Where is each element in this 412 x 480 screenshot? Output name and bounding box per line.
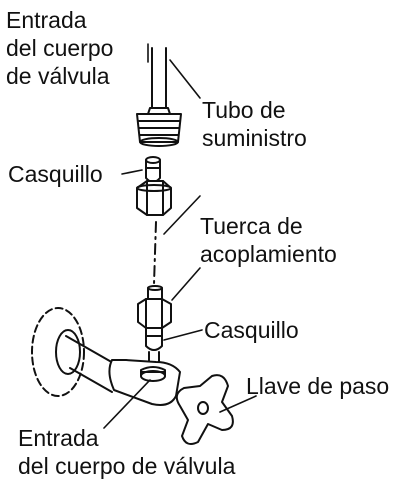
label-inlet-bottom: Entrada del cuerpo de válvula	[18, 425, 236, 479]
valve-inlet-top	[136, 113, 182, 147]
label-supply-tube: Tubo de suministro	[202, 97, 307, 151]
coupling-nut-top	[136, 180, 172, 216]
label-ferrule-top: Casquillo	[8, 161, 103, 187]
label-coupling-nut: Tuerca de acoplamiento	[200, 213, 337, 267]
coupling-nut-bottom	[137, 285, 172, 329]
label-stop-valve: Llave de paso	[246, 373, 390, 399]
wall-escutcheon	[31, 307, 85, 397]
label-inlet-top: Entrada del cuerpo de válvula	[6, 7, 114, 89]
label-ferrule-bottom: Casquillo	[204, 317, 299, 343]
leader-lines	[103, 43, 257, 429]
center-axis-line	[153, 221, 157, 285]
stop-valve-body	[65, 335, 187, 406]
stop-valve-handle	[175, 374, 234, 445]
supply-tube	[147, 47, 171, 115]
ferrule-top	[145, 156, 161, 183]
ferrule-bottom	[145, 327, 163, 363]
